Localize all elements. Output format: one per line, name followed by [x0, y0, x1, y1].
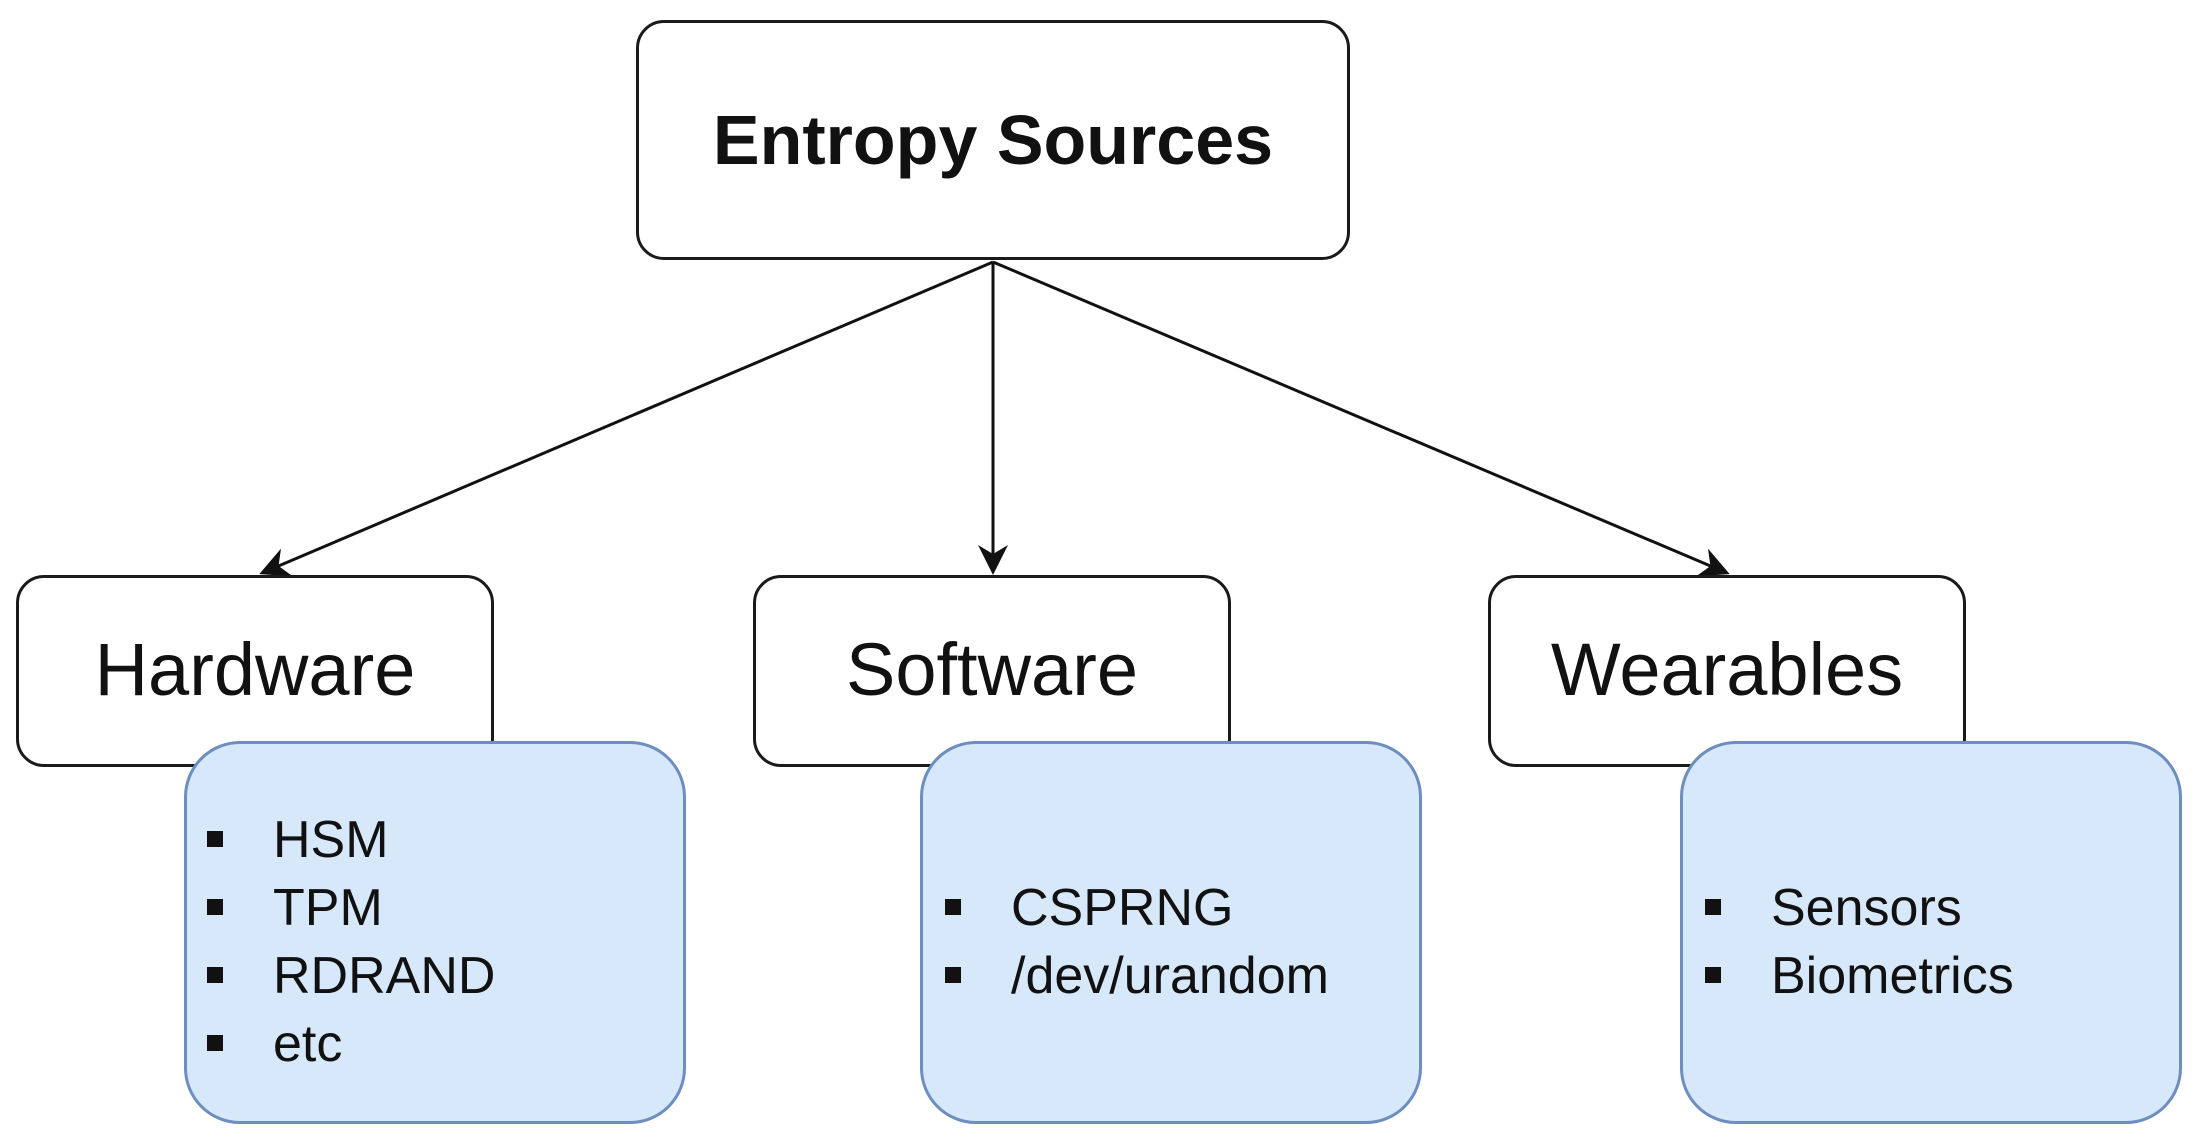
bullet-icon	[207, 831, 223, 847]
category-label-hardware: Hardware	[94, 627, 416, 711]
bullet-icon	[207, 899, 223, 915]
detail-list-hardware: HSM TPM RDRAND etc	[195, 806, 495, 1078]
list-item: HSM	[195, 806, 495, 874]
detail-box-wearables: Sensors Biometrics	[1680, 741, 2182, 1124]
detail-list-wearables: Sensors Biometrics	[1693, 874, 2014, 1010]
detail-list-software: CSPRNG /dev/urandom	[933, 874, 1329, 1010]
root-node-label: Entropy Sources	[712, 101, 1274, 179]
bullet-icon	[1705, 967, 1721, 983]
detail-box-hardware: HSM TPM RDRAND etc	[184, 741, 686, 1124]
detail-box-software: CSPRNG /dev/urandom	[920, 741, 1422, 1124]
root-node-box: Entropy Sources	[636, 20, 1350, 260]
list-item: Biometrics	[1693, 942, 2014, 1010]
list-item: Sensors	[1693, 874, 2014, 942]
list-item: /dev/urandom	[933, 942, 1329, 1010]
category-label-wearables: Wearables	[1550, 627, 1904, 711]
list-item: CSPRNG	[933, 874, 1329, 942]
category-box-hardware: Hardware	[16, 575, 494, 767]
bullet-icon	[207, 967, 223, 983]
bullet-icon	[945, 899, 961, 915]
arrow-to-hardware	[259, 260, 994, 577]
bullet-icon	[207, 1035, 223, 1051]
list-item: RDRAND	[195, 942, 495, 1010]
list-item: TPM	[195, 874, 495, 942]
bullet-icon	[945, 967, 961, 983]
arrow-to-wearables	[992, 260, 1730, 577]
category-label-software: Software	[845, 627, 1139, 711]
list-item: etc	[195, 1010, 495, 1078]
bullet-icon	[1705, 899, 1721, 915]
category-box-software: Software	[753, 575, 1231, 767]
category-box-wearables: Wearables	[1488, 575, 1966, 767]
